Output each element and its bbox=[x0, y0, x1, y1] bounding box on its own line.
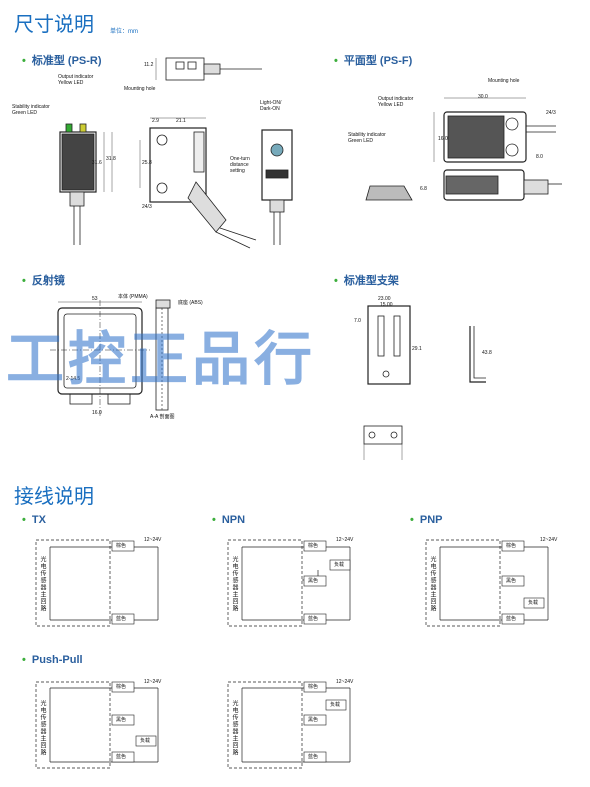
pp2-load: 负载 bbox=[330, 702, 341, 708]
psf-dim-8: 8.0 bbox=[536, 154, 543, 160]
pp2-black: 黑色 bbox=[308, 717, 319, 723]
bracket-dim-7: 7.0 bbox=[354, 318, 361, 324]
psr-mounting-hole-label: Mounting hole bbox=[124, 86, 156, 92]
page-title: 尺寸说明 bbox=[14, 14, 94, 36]
section-title-psr: •标准型 (PS-R) bbox=[22, 55, 102, 67]
pp1-brown: 棕色 bbox=[116, 684, 127, 690]
wiring-title: 接线说明 bbox=[14, 486, 94, 508]
psr-dim-25-8: 25.8 bbox=[142, 160, 152, 166]
wiring-title-tx: •TX bbox=[22, 514, 46, 526]
psr-dim-31-8: 31.8 bbox=[106, 156, 116, 162]
psr-dim-2-9: 2.9 bbox=[152, 118, 159, 124]
psf-dim-30: 30.0 bbox=[478, 94, 488, 100]
npn-circuit: 光电传感器主回路 bbox=[231, 556, 237, 612]
pp2-brown: 棕色 bbox=[308, 684, 319, 690]
wiring-title-pushpull: •Push-Pull bbox=[22, 654, 83, 666]
pp1-blue: 蓝色 bbox=[116, 754, 127, 760]
pp1-circuit: 光电传感器主回路 bbox=[39, 700, 45, 756]
section-title-psf: •平面型 (PS-F) bbox=[334, 55, 413, 67]
bracket-dim-15: 15.00 bbox=[380, 302, 393, 308]
psr-dim-24-3: 24/3 bbox=[142, 204, 152, 210]
tx-blue: 蓝色 bbox=[116, 616, 127, 622]
pnp-brown: 棕色 bbox=[506, 543, 517, 549]
reflector-dim-14-5: 2-14.5 bbox=[66, 376, 81, 382]
pp2-circuit: 光电传感器主回路 bbox=[231, 700, 237, 756]
reflector-dim-16: 16.0 bbox=[92, 410, 102, 416]
section-title-reflector: •反射镜 bbox=[22, 275, 65, 287]
bracket-dim-23: 23.00 bbox=[378, 296, 391, 302]
pp2-voltage: 12~24V bbox=[336, 679, 354, 685]
wiring-title-npn: •NPN bbox=[212, 514, 246, 526]
tx-brown: 棕色 bbox=[116, 543, 127, 549]
pp2-blue: 蓝色 bbox=[308, 754, 319, 760]
psf-dim-24-3: 24/3 bbox=[546, 110, 556, 116]
psf-mounting-hole-label: Mounting hole bbox=[488, 78, 520, 84]
npn-voltage: 12~24V bbox=[336, 537, 354, 543]
pnp-voltage: 12~24V bbox=[540, 537, 558, 543]
psf-dim-16: 16.0 bbox=[438, 136, 448, 142]
bracket-dim-29: 29.1 bbox=[412, 346, 422, 352]
pnp-black: 黑色 bbox=[506, 578, 517, 584]
reflector-section-label: A-A 剖面图 bbox=[150, 414, 175, 420]
pnp-circuit: 光电传感器主回路 bbox=[429, 556, 435, 612]
pp1-black: 黑色 bbox=[116, 717, 127, 723]
pnp-load: 负载 bbox=[528, 600, 539, 606]
wiring-title-pnp: •PNP bbox=[410, 514, 443, 526]
psr-dim-21-1: 21.1 bbox=[176, 118, 186, 124]
pp1-voltage: 12~24V bbox=[144, 679, 162, 685]
psr-light-dark-label: Light-ON/Dark-ON bbox=[260, 100, 282, 112]
npn-blue: 蓝色 bbox=[308, 616, 319, 622]
bracket-dim-43: 43.8 bbox=[482, 350, 492, 356]
npn-brown: 棕色 bbox=[308, 543, 319, 549]
psr-dim-31-6: 31.6 bbox=[92, 160, 102, 166]
reflector-abs-label: 底座 (ABS) bbox=[178, 300, 203, 306]
reflector-dim-53: 53 bbox=[92, 296, 98, 302]
tx-voltage: 12~24V bbox=[144, 537, 162, 543]
npn-load: 负载 bbox=[334, 562, 345, 568]
tx-circuit: 光电传感器主回路 bbox=[39, 556, 45, 612]
psf-dim-6-8: 6.8 bbox=[420, 186, 427, 192]
pp1-load: 负载 bbox=[140, 738, 151, 744]
npn-black: 黑色 bbox=[308, 578, 319, 584]
unit-label: 单位：mm bbox=[110, 29, 138, 35]
section-title-bracket: •标准型支架 bbox=[334, 275, 399, 287]
reflector-pmma-label: 本体 (PMMA) bbox=[118, 294, 148, 300]
psr-dim-11-2: 11.2 bbox=[144, 62, 154, 68]
watermark: 工控正品行 bbox=[6, 325, 317, 393]
pnp-blue: 蓝色 bbox=[506, 616, 517, 622]
